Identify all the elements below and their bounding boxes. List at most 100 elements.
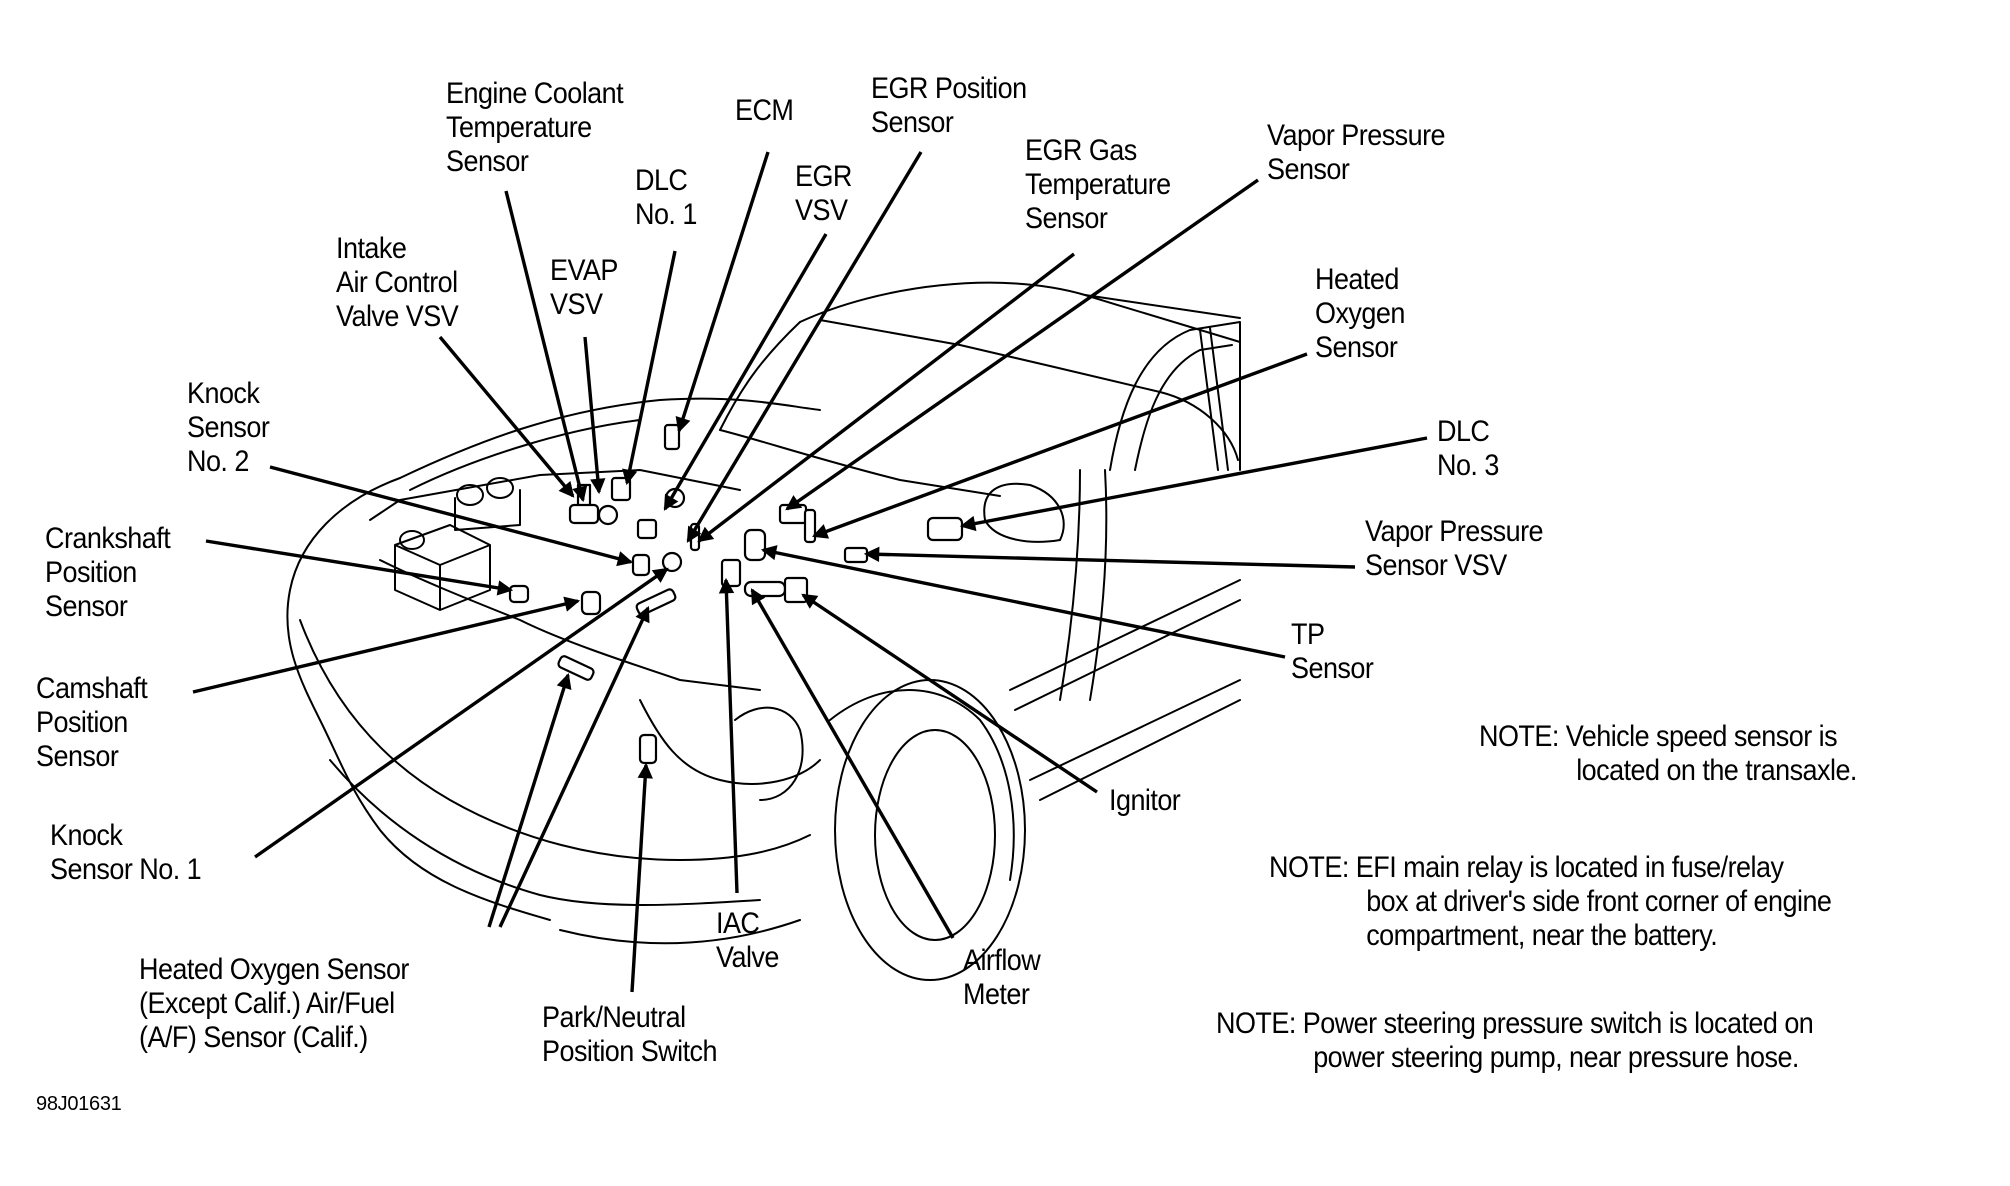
bumper-lower xyxy=(559,919,801,945)
note-line: compartment, near the battery. xyxy=(1366,919,1718,952)
knock2-part xyxy=(631,553,651,577)
note-line: EFI main relay is located in fuse/relay xyxy=(1355,851,1784,884)
figure-id: 98J01631 xyxy=(36,1093,122,1115)
label-intake-air-control-valve-vsv: Intake Air Control Valve VSV xyxy=(336,232,459,333)
label-tp-sensor: TP Sensor xyxy=(1291,618,1374,685)
front-body-left xyxy=(286,477,551,921)
leader-tp-sensor xyxy=(760,545,1286,659)
label-crankshaft-position-sensor: Crankshaft Position Sensor xyxy=(45,522,171,623)
crank-part xyxy=(508,584,530,604)
rocker-line-4 xyxy=(1039,699,1241,801)
leader-heated-oxygen-sensor-af-1 xyxy=(487,672,572,928)
note-line: Power steering pressure switch is locate… xyxy=(1302,1007,1814,1040)
egr-vsv-part xyxy=(636,518,658,540)
fender-arch xyxy=(829,689,1015,881)
leader-vapor-pressure-sensor xyxy=(785,178,1259,511)
leader-evap-vsv xyxy=(583,336,606,495)
leader-park-neutral-position-switch xyxy=(630,762,653,993)
leader-heated-oxygen-sensor-rear xyxy=(811,352,1308,539)
label-camshaft-position-sensor: Camshaft Position Sensor xyxy=(36,672,148,773)
leader-ecm xyxy=(675,151,770,434)
vpsv-part xyxy=(843,546,869,564)
pns-part xyxy=(638,733,658,765)
o2-front-part xyxy=(635,588,677,616)
engine-bay-floor xyxy=(379,559,761,691)
leader-iac-valve xyxy=(718,577,739,894)
label-iac-valve: IAC Valve xyxy=(716,907,779,974)
cam-part xyxy=(580,590,602,616)
hood-crease xyxy=(409,419,641,491)
label-ignitor: Ignitor xyxy=(1109,784,1181,817)
label-heated-oxygen-sensor-af: Heated Oxygen Sensor (Except Calif.) Air… xyxy=(139,953,409,1054)
leader-intake-air-control-valve-vsv xyxy=(438,335,575,498)
label-vapor-pressure-sensor: Vapor Pressure Sensor xyxy=(1267,119,1446,186)
label-vapor-pressure-sensor-vsv: Vapor Pressure Sensor VSV xyxy=(1365,515,1544,582)
door-window-frame xyxy=(1109,321,1241,471)
label-egr-vsv: EGR VSV xyxy=(795,160,852,227)
label-airflow-meter: Airflow Meter xyxy=(963,944,1041,1011)
engine-bay-left xyxy=(369,469,741,521)
knock1-part xyxy=(661,551,683,573)
headlight xyxy=(734,706,804,801)
leader-airflow-meter xyxy=(750,588,955,939)
rocker-line-3 xyxy=(1029,679,1241,781)
windshield-lower-edge xyxy=(819,319,1239,461)
dlc3-part xyxy=(926,516,964,542)
note-head: NOTE: xyxy=(1269,851,1349,884)
leader-vapor-pressure-sensor-vsv xyxy=(863,546,1356,569)
note-line: power steering pump, near pressure hose. xyxy=(1313,1041,1799,1074)
label-heated-oxygen-sensor-rear: Heated Oxygen Sensor xyxy=(1315,263,1405,364)
a-pillar-inner xyxy=(1199,329,1219,471)
note-line: box at driver's side front corner of eng… xyxy=(1366,885,1832,918)
front-wheel-rim xyxy=(874,729,996,941)
door-front-edge-2 xyxy=(1089,469,1108,701)
hood-rear-edge xyxy=(719,429,1001,497)
leader-crankshaft-position-sensor xyxy=(205,539,514,596)
o2-rear-part xyxy=(557,655,595,681)
leader-engine-coolant-temp-sensor xyxy=(504,190,588,503)
airflow-part xyxy=(743,580,787,598)
label-egr-position-sensor: EGR Position Sensor xyxy=(871,72,1027,139)
leader-ignitor xyxy=(801,593,1098,794)
note-head: NOTE: xyxy=(1216,1007,1296,1040)
leader-dlc-no3 xyxy=(959,436,1428,532)
label-knock-sensor-no1: Knock Sensor No. 1 xyxy=(50,819,202,886)
tp-part xyxy=(743,528,767,562)
vps-part xyxy=(778,503,808,525)
door-window-inner xyxy=(1134,344,1233,471)
windshield-top-edge xyxy=(799,281,1241,343)
roof-line xyxy=(1084,294,1241,319)
label-dlc-no1: DLC No. 1 xyxy=(635,164,697,231)
label-engine-coolant-temp-sensor: Engine Coolant Temperature Sensor xyxy=(446,77,624,178)
battery xyxy=(394,524,491,611)
front-grille-curve xyxy=(299,619,811,861)
windshield-left-pillar xyxy=(719,321,801,431)
label-park-neutral-position-switch: Park/Neutral Position Switch xyxy=(542,1001,718,1068)
leader-camshaft-position-sensor xyxy=(192,596,581,694)
engine-block-front xyxy=(639,699,821,785)
label-egr-gas-temp-sensor: EGR Gas Temperature Sensor xyxy=(1025,134,1171,235)
ignitor-part xyxy=(783,576,809,604)
label-ecm: ECM xyxy=(735,94,794,127)
label-evap-vsv: EVAP VSV xyxy=(550,254,618,321)
label-knock-sensor-no2: Knock Sensor No. 2 xyxy=(187,377,270,478)
bumper-curve xyxy=(329,759,761,906)
note-power-steering-switch: NOTE: Power steering pressure switch is … xyxy=(1216,1007,1814,1075)
leader-heated-oxygen-sensor-af-2 xyxy=(498,606,650,928)
note-line: Vehicle speed sensor is xyxy=(1565,720,1838,753)
note-vehicle-speed-sensor: NOTE: Vehicle speed sensor is located on… xyxy=(1479,720,1857,788)
leader-knock-sensor-no2 xyxy=(269,465,634,567)
label-dlc-no3: DLC No. 3 xyxy=(1437,415,1499,482)
note-line: located on the transaxle. xyxy=(1576,754,1857,787)
a-pillar xyxy=(1209,327,1229,471)
leader-egr-vsv xyxy=(663,233,828,511)
leader-knock-sensor-no1 xyxy=(254,567,669,859)
evap-vsv-part xyxy=(597,504,619,526)
intake-vsv-part xyxy=(568,503,600,525)
note-efi-main-relay: NOTE: EFI main relay is located in fuse/… xyxy=(1269,851,1832,953)
car-outline xyxy=(286,281,1241,981)
leader-dlc-no1 xyxy=(622,250,677,486)
note-head: NOTE: xyxy=(1479,720,1559,753)
leader-egr-gas-temp-sensor xyxy=(697,252,1076,543)
